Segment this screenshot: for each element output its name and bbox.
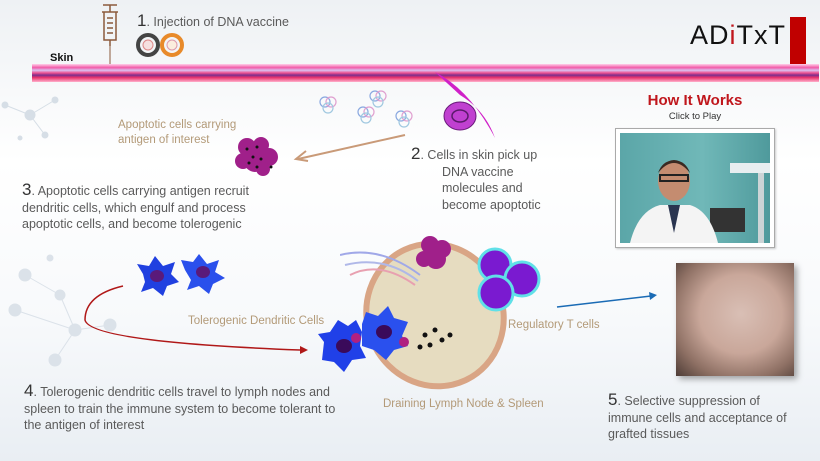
label-tolerogenic-dendritic-cells: Tolerogenic Dendritic Cells	[188, 315, 325, 327]
regulatory-t-cells-icon	[477, 247, 541, 312]
tolerogenic-dendritic-cells-icon	[137, 254, 225, 296]
label-lymph-node-spleen: Draining Lymph Node & Spleen	[383, 398, 544, 410]
skin-layer-band	[32, 64, 819, 82]
arrow-to-graft	[556, 292, 657, 308]
step-text: DNA vaccine	[442, 164, 514, 179]
step-number: 3	[22, 180, 32, 199]
step-1: 1. Injection of DNA vaccine	[137, 11, 289, 31]
molecule-network-decoration	[1, 96, 59, 141]
step-3: 3. Apoptotic cells carrying antigen recr…	[22, 180, 249, 233]
label-regulatory-t-cells: Regulatory T cells	[508, 319, 600, 331]
aditxt-logo: ADiTxT	[690, 20, 786, 51]
step-text: . Cells in skin pick up	[420, 148, 538, 162]
how-it-works-title[interactable]: How It Works	[647, 92, 743, 109]
plasmid-icon	[369, 90, 387, 108]
arrow-to-apoptotic	[293, 134, 406, 162]
step-number: 1	[137, 11, 147, 30]
step-text: . Apoptotic cells carrying antigen recru…	[31, 184, 249, 198]
plasmid-icon	[319, 96, 337, 114]
step-text: spleen to train the immune system to bec…	[24, 401, 336, 416]
step-number: 4	[24, 381, 34, 400]
step-text: become apoptotic	[442, 197, 541, 212]
molecule-network-decoration	[8, 254, 117, 367]
step-text: . Tolerogenic dendritic cells travel to …	[33, 385, 330, 399]
step-2: 2. Cells in skin pick up DNA vaccine mol…	[411, 144, 541, 213]
step-text: immune cells and acceptance of	[608, 410, 787, 425]
step-text: molecules and	[442, 181, 523, 195]
step-number: 2	[411, 144, 421, 163]
logo-red-bar	[790, 17, 806, 67]
label-apoptotic-cells: Apoptotic cells carrying antigen of inte…	[118, 119, 237, 146]
dna-plasmid-icon	[136, 33, 184, 57]
step-text: . Injection of DNA vaccine	[146, 15, 289, 29]
arrow-to-lymph-node	[84, 285, 308, 354]
logo-text: TxT	[736, 20, 787, 50]
logo-accent: i	[729, 20, 737, 50]
click-to-play-label[interactable]: Click to Play	[668, 111, 722, 122]
presenter-thumbnail-image	[630, 160, 770, 243]
plasmid-icon	[395, 110, 413, 128]
step-text: the antigen of interest	[24, 418, 145, 432]
step-text: apoptotic cells, and become tolerogenic	[22, 217, 242, 231]
skin-cell-icon	[435, 72, 495, 138]
step-4: 4. Tolerogenic dendritic cells travel to…	[24, 381, 336, 434]
step-text: dendritic cells, which engulf and proces…	[22, 200, 246, 215]
skin-label: Skin	[50, 52, 74, 64]
video-thumbnail[interactable]	[615, 128, 775, 248]
dna-vaccine-molecules	[319, 90, 413, 128]
step-5: 5. Selective suppression of immune cells…	[608, 390, 787, 443]
step-number: 5	[608, 390, 618, 409]
apoptotic-cell-icon	[235, 137, 278, 176]
plasmid-icon	[357, 106, 375, 124]
step-text: . Selective suppression of	[617, 394, 760, 408]
grafted-tissue-photo	[676, 263, 794, 376]
step-text: grafted tissues	[608, 427, 690, 441]
dendritic-cells-in-node-icon	[318, 306, 409, 372]
logo-text: AD	[690, 20, 730, 50]
